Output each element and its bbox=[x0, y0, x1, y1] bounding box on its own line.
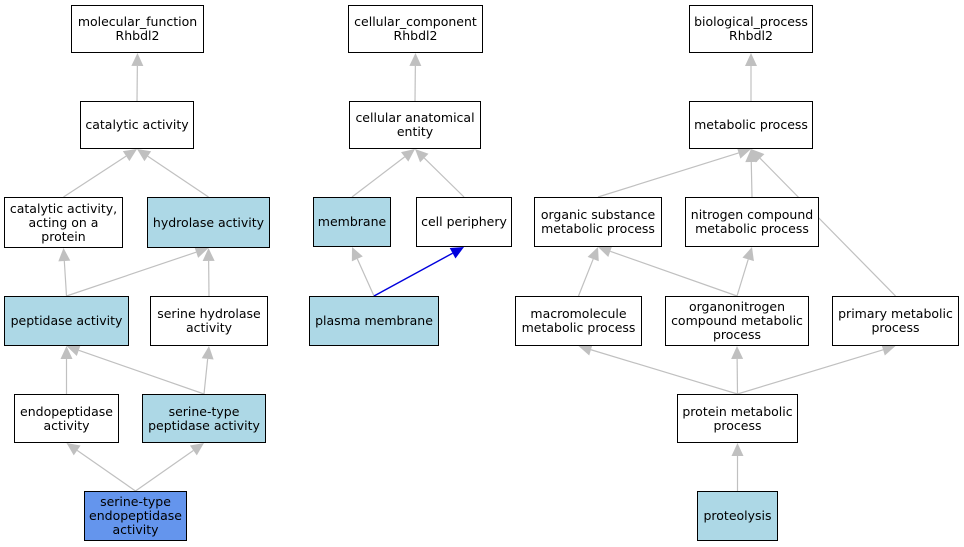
edge-organonitrogen-mp-to-nitrogen-compound-mp bbox=[736, 259, 749, 297]
edge-arrowhead-proteolysis-to-protein-mp bbox=[731, 443, 744, 456]
node-primary-metabolic-process[interactable]: primary metabolic process bbox=[832, 296, 959, 346]
edge-arrowhead-catalytic-on-protein-to-catalytic-activity bbox=[122, 149, 137, 162]
node-catalytic-activity[interactable]: catalytic activity bbox=[80, 101, 194, 149]
node-endopeptidase-activity[interactable]: endopeptidase activity bbox=[14, 394, 119, 443]
edge-arrowhead-metabolic-process-to-bp-root bbox=[745, 53, 757, 66]
edge-membrane-to-cellular-anatomical-entity bbox=[351, 156, 406, 198]
edge-arrowhead-protein-mp-to-primary-mp bbox=[881, 344, 896, 356]
edge-serine-type-peptidase-to-serine-hydrolase-activity bbox=[203, 358, 209, 395]
edge-peptidase-activity-to-catalytic-on-protein bbox=[63, 260, 68, 297]
node-protein-metabolic-process[interactable]: protein metabolic process bbox=[677, 394, 798, 443]
node-macromolecule-metabolic-process[interactable]: macromolecule metabolic process bbox=[515, 296, 642, 346]
node-serine-type-peptidase-activity[interactable]: serine-type peptidase activity bbox=[142, 394, 266, 443]
edge-macromolecule-mp-to-organic-substance-mp bbox=[577, 258, 594, 297]
node-nitrogen-compound-metabolic-process[interactable]: nitrogen compound metabolic process bbox=[685, 197, 819, 247]
edge-nitrogen-compound-mp-to-metabolic-process bbox=[750, 161, 753, 198]
edge-arrowhead-endopeptidase-activity-to-peptidase-activity bbox=[60, 346, 73, 359]
edge-arrowhead-cellular-anatomical-entity-to-cc-root bbox=[409, 53, 422, 67]
node-proteolysis[interactable]: proteolysis bbox=[697, 491, 778, 541]
node-molecular-function-root[interactable]: molecular_function Rhbdl2 bbox=[71, 5, 204, 53]
node-serine-type-endopeptidase-activity[interactable]: serine-type endopeptidase activity bbox=[84, 491, 187, 541]
node-cell-periphery[interactable]: cell periphery bbox=[416, 197, 512, 247]
edge-arrowhead-serine-type-peptidase-to-peptidase-activity bbox=[66, 344, 81, 356]
edge-arrowhead-protein-mp-to-organonitrogen-mp bbox=[731, 346, 744, 360]
edge-arrowhead-cell-periphery-to-cellular-anatomical-entity bbox=[415, 149, 429, 163]
edge-arrowhead-plasma-membrane-to-membrane bbox=[351, 247, 363, 262]
node-cellular-component-root[interactable]: cellular_component Rhbdl2 bbox=[348, 5, 483, 53]
edge-plasma-membrane-to-cell-periphery bbox=[373, 252, 453, 297]
edge-plasma-membrane-to-membrane bbox=[356, 258, 375, 297]
edge-arrowhead-hydrolase-activity-to-catalytic-activity bbox=[137, 149, 152, 162]
edge-organonitrogen-mp-to-organic-substance-mp bbox=[610, 250, 738, 297]
node-serine-hydrolase-activity[interactable]: serine hydrolase activity bbox=[150, 296, 268, 346]
edge-protein-mp-to-macromolecule-mp bbox=[590, 349, 738, 395]
node-hydrolase-activity[interactable]: hydrolase activity bbox=[147, 197, 270, 248]
edge-catalytic-on-protein-to-catalytic-activity bbox=[63, 155, 127, 198]
edge-arrowhead-peptidase-activity-to-hydrolase-activity bbox=[194, 246, 209, 258]
edge-arrowhead-organic-substance-mp-to-metabolic-process bbox=[736, 147, 751, 159]
edge-organic-substance-mp-to-metabolic-process bbox=[597, 152, 739, 198]
edge-arrowhead-peptidase-activity-to-catalytic-on-protein bbox=[58, 248, 71, 262]
edge-arrowhead-membrane-to-cellular-anatomical-entity bbox=[401, 149, 415, 162]
node-peptidase-activity[interactable]: peptidase activity bbox=[4, 296, 129, 346]
node-catalytic-activity-acting-on-protein[interactable]: catalytic activity, acting on a protein bbox=[4, 197, 123, 248]
edge-arrowhead-primary-mp-to-metabolic-process bbox=[751, 149, 765, 163]
edge-arrowhead-plasma-membrane-to-cell-periphery bbox=[449, 247, 464, 259]
edge-hydrolase-activity-to-catalytic-activity bbox=[147, 155, 209, 198]
edge-arrowhead-serine-type-endopeptidase-to-endopeptidase-activity bbox=[66, 443, 81, 456]
node-biological-process-root[interactable]: biological_process Rhbdl2 bbox=[689, 5, 813, 53]
edge-arrowhead-nitrogen-compound-mp-to-metabolic-process bbox=[745, 149, 758, 163]
edge-arrowhead-macromolecule-mp-to-organic-substance-mp bbox=[587, 247, 599, 262]
edge-serine-type-endopeptidase-to-serine-type-peptidase bbox=[135, 449, 194, 492]
edge-arrowhead-serine-type-endopeptidase-to-serine-type-peptidase bbox=[189, 443, 204, 456]
edge-arrowhead-organonitrogen-mp-to-nitrogen-compound-mp bbox=[742, 247, 754, 262]
edge-peptidase-activity-to-hydrolase-activity bbox=[66, 251, 197, 297]
node-organonitrogen-compound-metabolic-process[interactable]: organonitrogen compound metabolic proces… bbox=[665, 296, 809, 346]
edge-arrowhead-serine-hydrolase-activity-to-hydrolase-activity bbox=[202, 248, 215, 262]
edge-serine-type-peptidase-to-peptidase-activity bbox=[78, 349, 205, 395]
edge-arrowhead-serine-type-peptidase-to-serine-hydrolase-activity bbox=[201, 346, 214, 360]
node-membrane[interactable]: membrane bbox=[313, 197, 391, 247]
edge-cell-periphery-to-cellular-anatomical-entity bbox=[423, 157, 465, 198]
edge-primary-mp-to-metabolic-process bbox=[759, 157, 896, 297]
node-plasma-membrane[interactable]: plasma membrane bbox=[309, 296, 439, 346]
edge-arrowhead-organonitrogen-mp-to-organic-substance-mp bbox=[598, 245, 613, 257]
edge-arrowhead-catalytic-activity-to-mf-root bbox=[131, 53, 144, 67]
node-metabolic-process[interactable]: metabolic process bbox=[689, 101, 813, 149]
edge-arrowhead-protein-mp-to-macromolecule-mp bbox=[578, 344, 593, 356]
node-cellular-anatomical-entity[interactable]: cellular anatomical entity bbox=[349, 101, 481, 149]
edge-protein-mp-to-primary-mp bbox=[737, 349, 884, 395]
edge-serine-type-endopeptidase-to-endopeptidase-activity bbox=[76, 449, 136, 492]
node-organic-substance-metabolic-process[interactable]: organic substance metabolic process bbox=[534, 197, 662, 247]
